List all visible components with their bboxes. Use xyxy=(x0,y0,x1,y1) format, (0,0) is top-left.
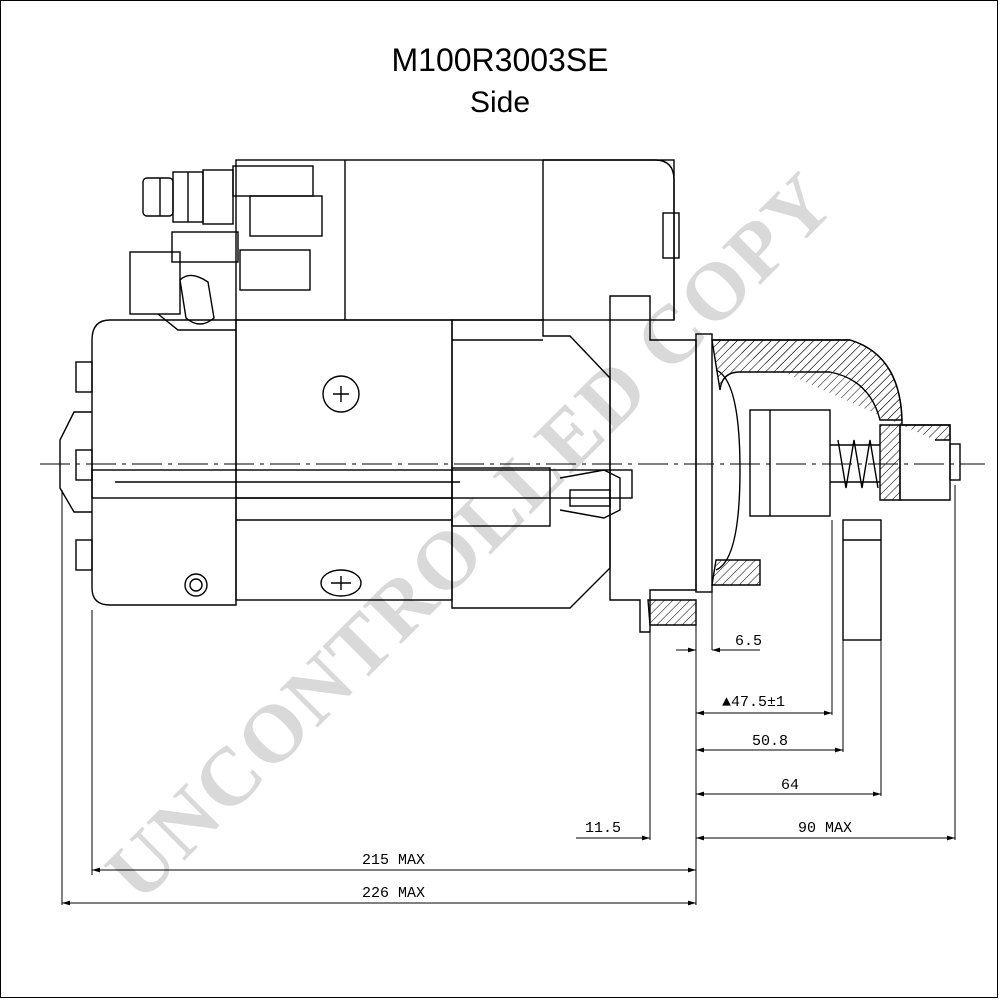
dim-64: 64 xyxy=(781,777,799,794)
watermark-text: UNCONTROLLED COPY xyxy=(88,154,851,917)
dim-47-5: ▲47.5±1 xyxy=(722,694,785,711)
drawing-subtitle: Side xyxy=(469,86,531,119)
ring-gear-reference xyxy=(842,519,882,641)
dim-50-8: 50.8 xyxy=(752,733,788,750)
armature-shaft xyxy=(91,469,633,499)
dim-6-5: 6.5 xyxy=(735,633,762,650)
dim-226-max: 226 MAX xyxy=(362,885,425,902)
drawing-title: M100R3003SE xyxy=(391,42,609,78)
extension-lines xyxy=(61,485,956,905)
mounting-flange xyxy=(609,295,741,633)
dim-215-max: 215 MAX xyxy=(362,852,425,869)
dimension-lines xyxy=(62,647,955,906)
pinion-housing xyxy=(711,339,951,586)
end-cap xyxy=(59,319,237,606)
dim-11-5: 11.5 xyxy=(585,820,621,837)
terminal-studs xyxy=(129,165,323,331)
dim-90-max: 90 MAX xyxy=(798,820,852,837)
